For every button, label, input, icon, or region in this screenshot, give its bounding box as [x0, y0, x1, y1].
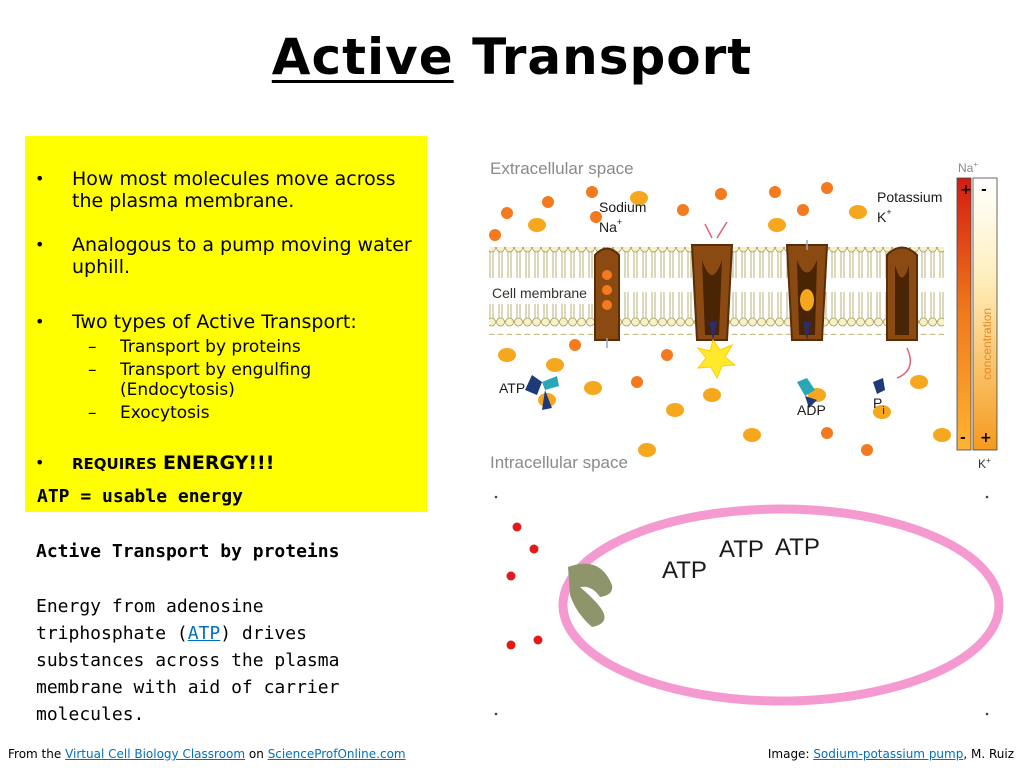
energy-text: ENERGY!!! [162, 452, 275, 474]
na-top-label: Na+ [958, 160, 978, 175]
atp-anim-label-2: ATP [719, 536, 764, 563]
sub-bullet-1-text: Transport by proteins [120, 337, 301, 357]
footer-from-text: From the [8, 747, 62, 761]
potassium-ions [498, 191, 951, 457]
potassium-k-label: K+ [877, 207, 892, 225]
ion-arrows [704, 221, 912, 379]
na-minus-bottom: - [960, 430, 966, 446]
sodium-label: Sodium [599, 199, 646, 215]
potassium-label: Potassium [877, 189, 942, 205]
atp-anim-label-3: ATP [775, 534, 820, 561]
atp-label: ATP [499, 380, 525, 396]
k-plus-bottom: + [980, 430, 992, 446]
image-credit: Image: Sodium-potassium pump, M. Ruiz [768, 747, 1014, 761]
bullet-3-text: Two types of Active Transport: [72, 311, 357, 333]
adp-label: ADP [797, 402, 826, 418]
sodium-ions-inside [569, 339, 873, 456]
bullet-dot: • [35, 312, 45, 331]
title-transport: Transport [472, 28, 753, 86]
membrane-label-bg [489, 280, 594, 304]
slide-title: Active Transport [0, 28, 1024, 86]
sub-bullet-3-text: Exocytosis [120, 403, 210, 423]
bullet-4-text: REQUIRES ENERGY!!! [72, 452, 427, 475]
sodium-na-label: Na+ [599, 217, 622, 235]
summary-box: • How most molecules move across the pla… [25, 136, 427, 512]
bullet-dot: • [35, 169, 45, 188]
sub-dash: – [88, 403, 97, 423]
flow-arrows [606, 240, 808, 348]
adp-molecule-icon [797, 378, 817, 408]
source-credit: From the Virtual Cell Biology Classroom … [8, 747, 406, 761]
paragraph-text-2: ) drives substances across the plasma me… [36, 623, 340, 725]
bullet-1-text: How most molecules move across the plasm… [72, 168, 396, 212]
atp-molecule-icon [525, 375, 559, 410]
carrier-protein-icon [568, 563, 613, 627]
pump-protein-4 [886, 246, 918, 341]
credit-text: , M. Ruiz [963, 747, 1014, 761]
atp-paragraph: Energy from adenosine triphosphate (ATP)… [36, 593, 386, 728]
sodium-concentration-bar [956, 177, 972, 451]
paragraph-text-1: Energy from adenosine triphosphate ( [36, 596, 264, 644]
sodium-potassium-pump-diagram: Extracellular space Intracellular space … [489, 159, 998, 472]
proteins-heading: Active Transport by proteins [36, 541, 340, 562]
sodium-ions-outside [489, 182, 833, 241]
pump-protein-1 [594, 247, 620, 341]
k-bottom-label: K+ [978, 456, 991, 471]
requires-text: REQUIRES [72, 455, 157, 473]
sodium-potassium-pump-link[interactable]: Sodium-potassium pump [813, 747, 964, 761]
virtual-cell-link[interactable]: Virtual Cell Biology Classroom [65, 747, 246, 761]
atp-anim-label-1: ATP [662, 557, 707, 584]
na-plus-top: + [960, 182, 972, 198]
energy-burst-icon [696, 338, 737, 380]
scienceprof-link[interactable]: ScienceProfOnline.com [267, 747, 406, 761]
sub-bullet-2-text: Transport by engulfing (Endocytosis) [120, 360, 312, 400]
k-minus-top: - [981, 182, 987, 198]
bullet-dot: • [35, 235, 45, 254]
potassium-concentration-bar [972, 177, 998, 451]
image-label: Image: [767, 747, 810, 761]
cell-atp-animation: ATP ATP ATP [494, 495, 1004, 716]
atp-link[interactable]: ATP [187, 623, 221, 644]
cell-membrane-label: Cell membrane [492, 285, 587, 301]
frame-corner-dots [494, 495, 989, 716]
pump-protein-3 [785, 244, 829, 341]
sub-dash: – [88, 360, 97, 380]
bullet-dot: • [35, 453, 45, 472]
title-active: Active [271, 28, 454, 86]
phosphate-icon [873, 378, 885, 394]
concentration-label: concentration [980, 308, 994, 380]
pump-protein-2 [690, 244, 734, 341]
extracellular-label: Extracellular space [490, 159, 634, 178]
bullet-2-text: Analogous to a pump moving water uphill. [72, 234, 412, 278]
ions-outside [506, 522, 543, 650]
atp-usable-energy: ATP = usable energy [37, 486, 243, 507]
footer-on-text: on [248, 747, 264, 761]
pi-label: Pi [873, 395, 885, 417]
intracellular-label: Intracellular space [490, 453, 628, 472]
sub-dash: – [88, 337, 97, 357]
cell-membrane-ring [558, 504, 1004, 706]
